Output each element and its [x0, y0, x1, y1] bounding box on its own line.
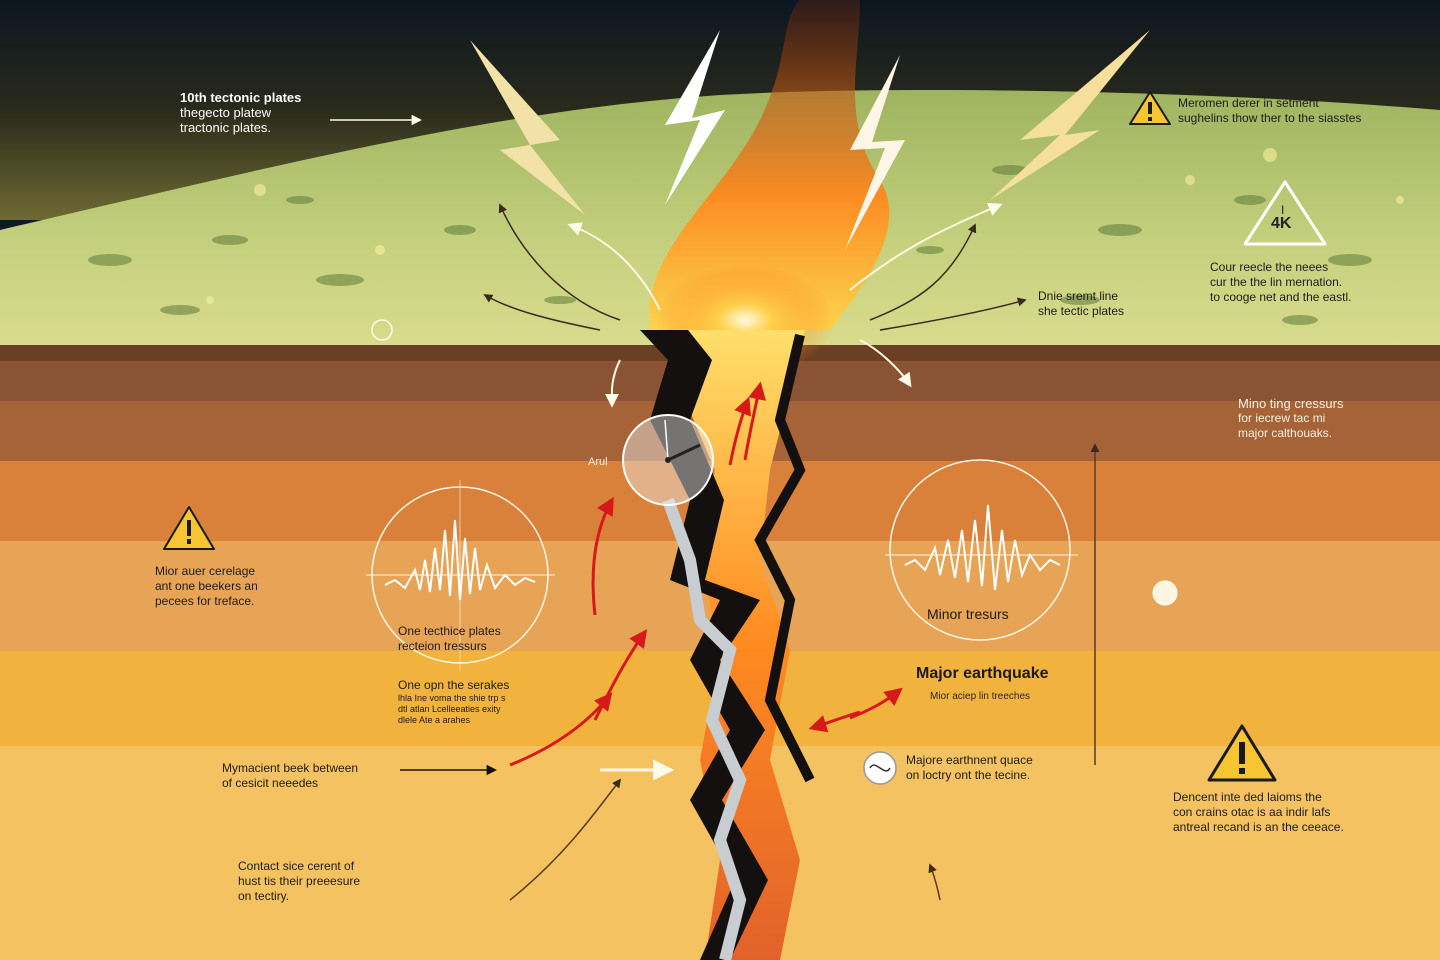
- label-right-upper-line1: Cour reecle the neees: [1210, 260, 1329, 274]
- label-right-upper-line3: to cooge net and the eastl.: [1210, 290, 1352, 304]
- label-right-upper: Cour reecle the neees cur the the lin me…: [1210, 260, 1351, 305]
- label-left-seismo: One tecthice plates recteion tressurs: [398, 624, 501, 654]
- label-triangle-4k: 4K: [1271, 215, 1292, 232]
- sparkles: [206, 148, 1404, 304]
- label-left-warning-line2: ant one beekers an: [155, 579, 258, 593]
- label-left-footer: Contact sice cerent of hust tis their pr…: [238, 859, 360, 904]
- label-minor-tremors: Minor tresurs: [927, 606, 1009, 622]
- warning-icon-top-right: [1129, 91, 1171, 125]
- seismograph-icon-left: [366, 480, 555, 670]
- label-right-upper-line2: cur the the lin mernation.: [1210, 275, 1343, 289]
- label-top-left-line3: tractonic plates.: [180, 120, 272, 135]
- grass-tufts: [88, 165, 1372, 325]
- label-right-footer-line2: con crains otac is aa indir lafs: [1173, 805, 1331, 819]
- label-major-earthquake: Major earthquake: [916, 665, 1049, 682]
- label-right-mid: Mino ting cressurs for iecrew tac mi maj…: [1238, 396, 1343, 441]
- label-left-lower-line3: dtl atlan Lcelleeaties exity: [398, 704, 501, 714]
- fire-plume: [649, 0, 890, 330]
- label-left-seismo-line2: recteion tressurs: [398, 639, 487, 653]
- label-left-bottom-line1: Mymacient beek between: [222, 761, 359, 775]
- pressure-gauge-icon: [622, 414, 714, 506]
- label-top-right-line2: sughelins thow ther to the siasstes: [1178, 111, 1362, 125]
- label-major-sub: Mior aciep lin treeches: [930, 691, 1031, 702]
- label-quake-note: Majore earthnent quace on loctry ont the…: [906, 753, 1033, 783]
- label-top-left: 10th tectonic plates thegecto platew tra…: [180, 90, 301, 135]
- label-fault-line-line2: she tectic plates: [1038, 304, 1125, 318]
- label-left-lower-line2: lhla Ine voma the shie trp s: [398, 693, 506, 703]
- red-arrows: [509, 381, 903, 767]
- label-left-footer-line1: Contact sice cerent of: [238, 859, 355, 873]
- label-left-footer-line3: on tectiry.: [238, 889, 290, 903]
- fault-crack-2: [754, 333, 815, 783]
- label-left-warning: Mior auer cerelage ant one beekers an pe…: [155, 564, 258, 609]
- fault-crack-silver: [662, 497, 747, 960]
- label-right-footer-line3: antreal recand is an the ceeace.: [1173, 820, 1344, 834]
- label-right-mid-line2: for iecrew tac mi: [1238, 411, 1326, 425]
- label-right-mid-line3: major calthouaks.: [1238, 426, 1333, 440]
- fault-crack: [640, 330, 768, 960]
- label-left-lower-line1: One opn the serakes: [398, 678, 510, 692]
- label-left-lower: One opn the serakes lhla Ine voma the sh…: [398, 678, 509, 726]
- label-top-right-line1: Meromen derer in setment: [1178, 96, 1319, 110]
- warning-icon-bottom-right: [1207, 724, 1277, 782]
- label-right-footer-line1: Dencent inte ded laioms the: [1173, 790, 1322, 804]
- compass-icon: [371, 319, 393, 341]
- label-left-footer-line2: hust tis their preeesure: [238, 874, 361, 888]
- label-left-bottom: Mymacient beek between of cesicit neeede…: [222, 761, 358, 791]
- arrow-icon: [1152, 580, 1178, 606]
- label-right-footer: Dencent inte ded laioms the con crains o…: [1173, 790, 1344, 835]
- label-quake-note-line1: Majore earthnent quace: [906, 753, 1033, 767]
- label-left-seismo-line1: One tecthice plates: [398, 624, 501, 638]
- alert-triangle-icon: [1243, 180, 1327, 246]
- force-arrows: [330, 114, 1100, 901]
- label-left-warning-line1: Mior auer cerelage: [155, 564, 256, 578]
- warning-icon-left: [163, 506, 215, 550]
- lightning-bolt-icon: [470, 30, 1150, 250]
- label-right-mid-line1: Mino ting cressurs: [1238, 396, 1344, 411]
- label-fault-line: Dnie sremt line she tectic plates: [1038, 289, 1124, 319]
- label-left-bottom-line2: of cesicit neeedes: [222, 776, 319, 790]
- label-top-left-line1: 10th tectonic plates: [180, 90, 302, 105]
- seismograph-icon-right: [885, 459, 1078, 641]
- label-triangle-top: I: [1281, 203, 1285, 217]
- label-gauge: Arul: [588, 456, 608, 468]
- label-quake-note-line2: on loctry ont the tecine.: [906, 768, 1031, 782]
- label-top-right: Meromen derer in setment sughelins thow …: [1178, 96, 1361, 126]
- label-left-lower-line4: dlele Ate a arahes: [398, 715, 471, 725]
- label-left-warning-line3: pecees for treface.: [155, 594, 255, 608]
- sensor-icon-glyph: [869, 764, 891, 772]
- label-top-left-line2: thegecto platew: [180, 105, 272, 120]
- label-fault-line-line1: Dnie sremt line: [1038, 289, 1119, 303]
